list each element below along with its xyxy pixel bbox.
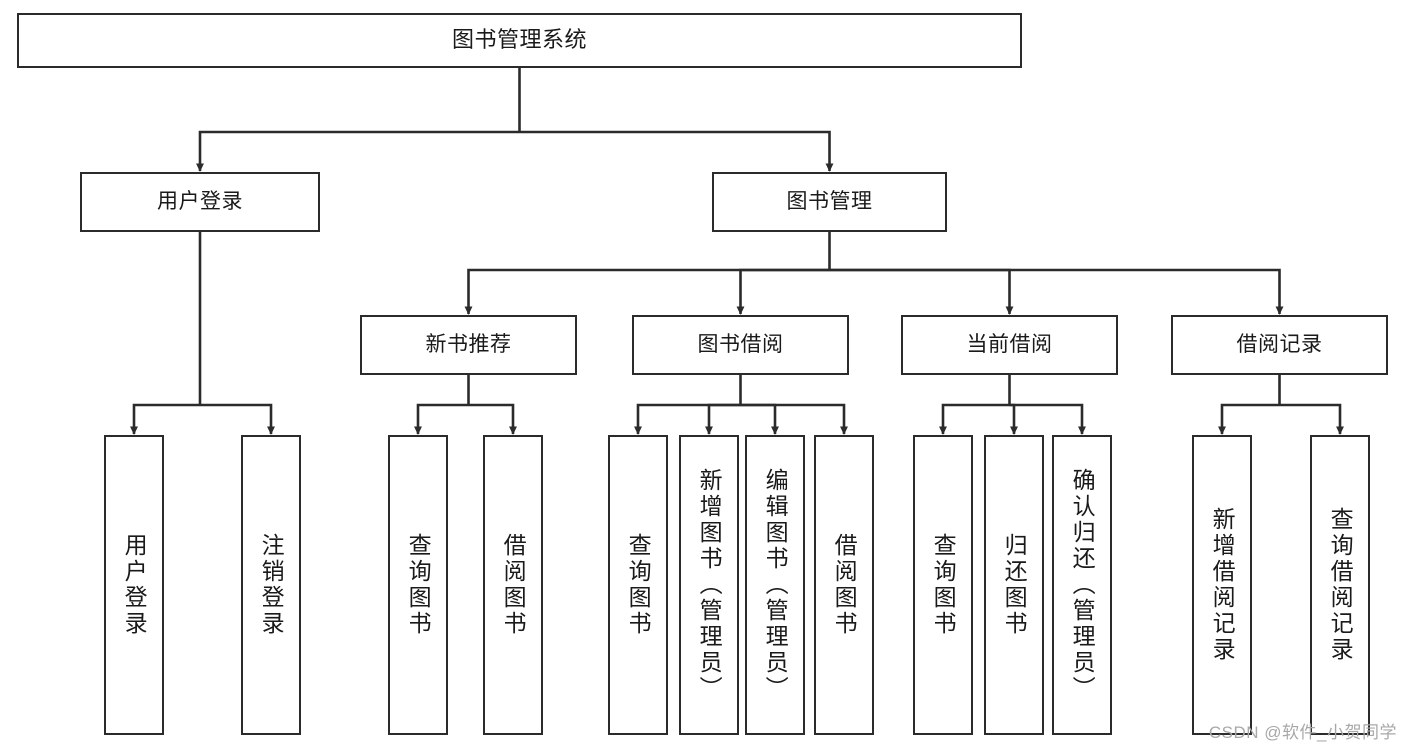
node-leaf-add-rec[interactable]: 新增借阅记录	[1192, 435, 1252, 735]
edge-current-to-leaf-return	[1009, 403, 1018, 435]
edge-login-to-leaf-login	[130, 403, 200, 435]
edge-login-to-leaf-logout	[200, 403, 275, 435]
edge-borrow-to-leaf-query-b	[634, 403, 741, 435]
node-leaf-return[interactable]: 归还图书	[984, 435, 1044, 735]
edge-newbooks-to-leaf-borrow-new	[468, 403, 517, 435]
node-login[interactable]: 用户登录	[80, 172, 320, 232]
node-newbooks[interactable]: 新书推荐	[360, 315, 577, 375]
node-leaf-query-rec[interactable]: 查询借阅记录	[1310, 435, 1370, 735]
node-label: 图书管理	[786, 190, 873, 214]
node-leaf-borrow-b[interactable]: 借阅图书	[814, 435, 874, 735]
node-label: 借阅图书	[831, 533, 858, 637]
edge-borrow-to-leaf-borrow-b	[740, 403, 848, 435]
node-bookmgmt[interactable]: 图书管理	[712, 172, 947, 232]
node-label: 借阅图书	[500, 533, 527, 637]
edge-bookmgmt-to-borrow	[736, 268, 830, 315]
node-label: 新增借阅记录	[1209, 507, 1236, 663]
node-root[interactable]: 图书管理系统	[17, 13, 1022, 68]
node-label: 新书推荐	[425, 333, 512, 357]
node-label: 用户登录	[157, 190, 243, 214]
node-borrow[interactable]: 图书借阅	[632, 315, 849, 375]
edge-current-to-leaf-query-c	[939, 403, 1010, 435]
node-label: 编辑图书（管理员）	[762, 468, 789, 702]
node-label: 当前借阅	[966, 333, 1053, 357]
node-leaf-login[interactable]: 用户登录	[104, 435, 164, 735]
node-leaf-query-b[interactable]: 查询图书	[608, 435, 668, 735]
node-leaf-query-c[interactable]: 查询图书	[913, 435, 973, 735]
node-leaf-add-book[interactable]: 新增图书（管理员）	[679, 435, 739, 735]
node-leaf-edit-book[interactable]: 编辑图书（管理员）	[745, 435, 805, 735]
edge-group	[130, 68, 1344, 435]
node-label: 注销登录	[258, 533, 285, 637]
node-label: 查询图书	[625, 533, 652, 637]
node-leaf-query-new[interactable]: 查询图书	[388, 435, 448, 735]
node-leaf-confirm[interactable]: 确认归还（管理员）	[1052, 435, 1112, 735]
edge-bookmgmt-to-records	[829, 268, 1284, 315]
edge-newbooks-to-leaf-query-new	[414, 403, 469, 435]
node-label: 确认归还（管理员）	[1069, 468, 1096, 702]
node-label: 图书借阅	[697, 333, 784, 357]
node-leaf-borrow-new[interactable]: 借阅图书	[483, 435, 543, 735]
node-label: 图书管理系统	[451, 27, 587, 53]
edge-borrow-to-leaf-add-book	[705, 403, 741, 435]
node-label: 用户登录	[121, 533, 148, 637]
edge-records-to-leaf-query-rec	[1279, 403, 1344, 435]
node-label: 查询图书	[930, 533, 957, 637]
node-label: 归还图书	[1001, 533, 1028, 637]
node-records[interactable]: 借阅记录	[1171, 315, 1388, 375]
edge-bookmgmt-to-current	[829, 268, 1014, 315]
node-current[interactable]: 当前借阅	[901, 315, 1118, 375]
node-label: 查询图书	[405, 533, 432, 637]
edge-root-to-login	[196, 130, 520, 172]
node-label: 新增图书（管理员）	[696, 468, 723, 702]
node-leaf-logout[interactable]: 注销登录	[241, 435, 301, 735]
edge-records-to-leaf-add-rec	[1218, 403, 1280, 435]
edge-borrow-to-leaf-edit-book	[740, 403, 779, 435]
edge-root-to-bookmgmt	[519, 130, 834, 172]
edge-bookmgmt-to-newbooks	[464, 268, 830, 315]
node-label: 查询借阅记录	[1327, 507, 1354, 663]
edge-current-to-leaf-confirm	[1009, 403, 1086, 435]
node-label: 借阅记录	[1236, 333, 1323, 357]
